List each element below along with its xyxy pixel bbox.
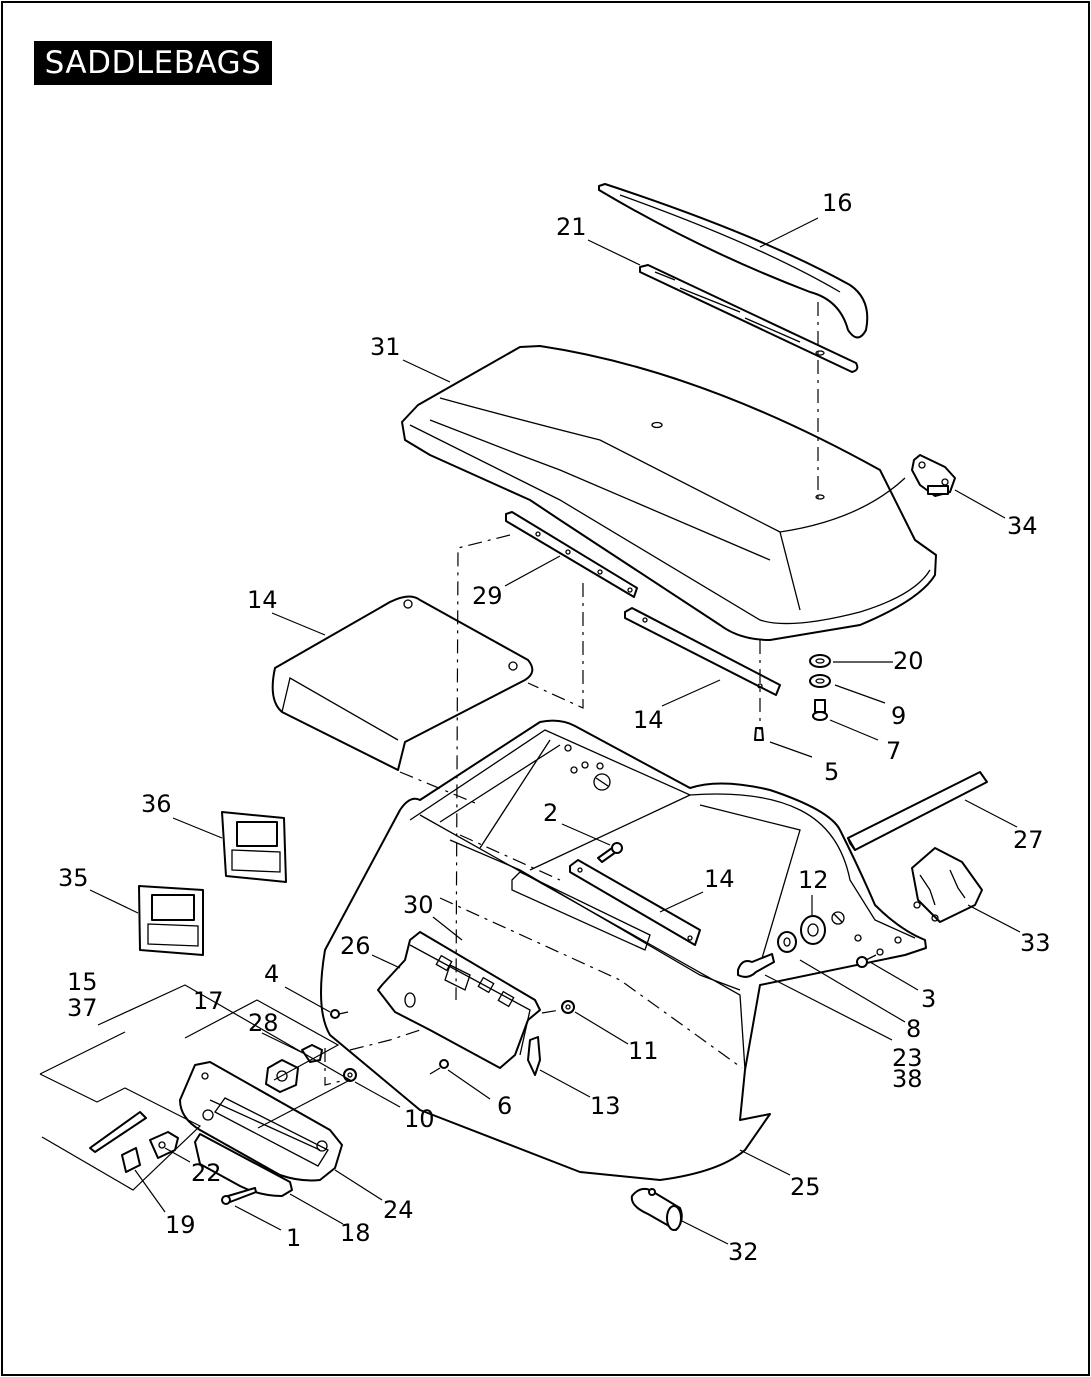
callout-30: 30 — [403, 891, 434, 919]
part-34-hinge-bracket — [911, 454, 956, 497]
leader-lines — [39, 217, 1021, 1245]
part-33-mount-bracket — [911, 847, 983, 923]
part-19-clip — [121, 1147, 141, 1173]
part-21-rail-gasket — [639, 264, 859, 373]
callout-20: 20 — [893, 647, 924, 675]
part-6-screw — [429, 1059, 449, 1075]
callout-11: 11 — [628, 1037, 659, 1065]
callout-33: 33 — [1020, 929, 1051, 957]
callout-16: 16 — [822, 189, 853, 217]
assembly-centerlines — [324, 302, 819, 1086]
callout-19: 19 — [165, 1211, 196, 1239]
part-20-washer — [809, 654, 831, 668]
part-5-screw — [754, 727, 764, 741]
part-4-screw — [330, 1009, 349, 1019]
callout-14c: 14 — [704, 865, 735, 893]
part-24-handle-housing — [179, 1061, 343, 1182]
part-35-decal-pack — [138, 885, 204, 956]
part-25-bag-body — [320, 719, 927, 1181]
part-2-screw — [597, 842, 623, 863]
callout-5: 5 — [824, 758, 839, 786]
part-13-latch-lever — [527, 1036, 541, 1076]
callout-22: 22 — [191, 1159, 222, 1187]
callout-labels: 16 21 31 34 29 14 20 9 7 14 5 36 2 27 35… — [58, 189, 1051, 1266]
callout-6: 6 — [497, 1092, 512, 1120]
part-8-washer — [777, 931, 797, 953]
callout-25: 25 — [790, 1173, 821, 1201]
callout-9: 9 — [891, 702, 906, 730]
part-18-handle-cover — [194, 1133, 293, 1197]
callout-27: 27 — [1013, 826, 1044, 854]
callout-18: 18 — [340, 1219, 371, 1247]
part-36-decal-pack — [221, 811, 287, 883]
callout-26: 26 — [340, 932, 371, 960]
callout-32: 32 — [728, 1238, 759, 1266]
callout-37: 37 — [67, 994, 98, 1022]
callout-24: 24 — [383, 1196, 414, 1224]
part-14-strap — [624, 607, 781, 696]
callout-7: 7 — [886, 737, 901, 765]
callout-35: 35 — [58, 864, 89, 892]
callout-3: 3 — [921, 985, 936, 1013]
callout-17: 17 — [193, 987, 224, 1015]
callout-4: 4 — [264, 960, 279, 988]
part-16-rail-trim — [598, 183, 869, 339]
part-31-lid — [401, 345, 937, 641]
part-11-nut — [561, 1000, 575, 1014]
callout-28: 28 — [248, 1009, 279, 1037]
page-title: SADDLEBAGS — [34, 41, 272, 85]
callout-23: 23 — [892, 1044, 923, 1072]
part-30-latch-assembly — [377, 931, 541, 1069]
part-3-screw — [856, 954, 877, 968]
callout-29: 29 — [472, 582, 503, 610]
part-1-screw — [221, 1187, 257, 1205]
part-9-washer — [809, 674, 831, 688]
callout-36: 36 — [141, 790, 172, 818]
part-32-end-cap — [630, 1187, 683, 1231]
part-12-spacer — [800, 915, 826, 945]
callout-10: 10 — [404, 1105, 435, 1133]
part-22-lock — [149, 1131, 179, 1159]
callout-21: 21 — [556, 213, 587, 241]
callout-13: 13 — [590, 1092, 621, 1120]
callout-34: 34 — [1007, 512, 1038, 540]
part-14-liner-panel — [271, 595, 534, 771]
callout-2: 2 — [543, 799, 558, 827]
callout-12: 12 — [798, 866, 829, 894]
callout-14b: 14 — [633, 706, 664, 734]
callout-38: 38 — [892, 1065, 923, 1093]
callout-31: 31 — [370, 333, 401, 361]
part-29-hinge-strip — [505, 511, 638, 598]
callout-15: 15 — [67, 968, 98, 996]
callout-8: 8 — [906, 1015, 921, 1043]
part-27-trim-strip — [847, 771, 988, 851]
part-7-screw — [812, 699, 828, 721]
part-14-inner-strap — [569, 859, 701, 946]
callout-1: 1 — [286, 1224, 301, 1252]
part-10-nut — [343, 1068, 357, 1082]
callout-14a: 14 — [247, 586, 278, 614]
part-key — [89, 1111, 147, 1153]
part-23-knob — [737, 953, 775, 978]
